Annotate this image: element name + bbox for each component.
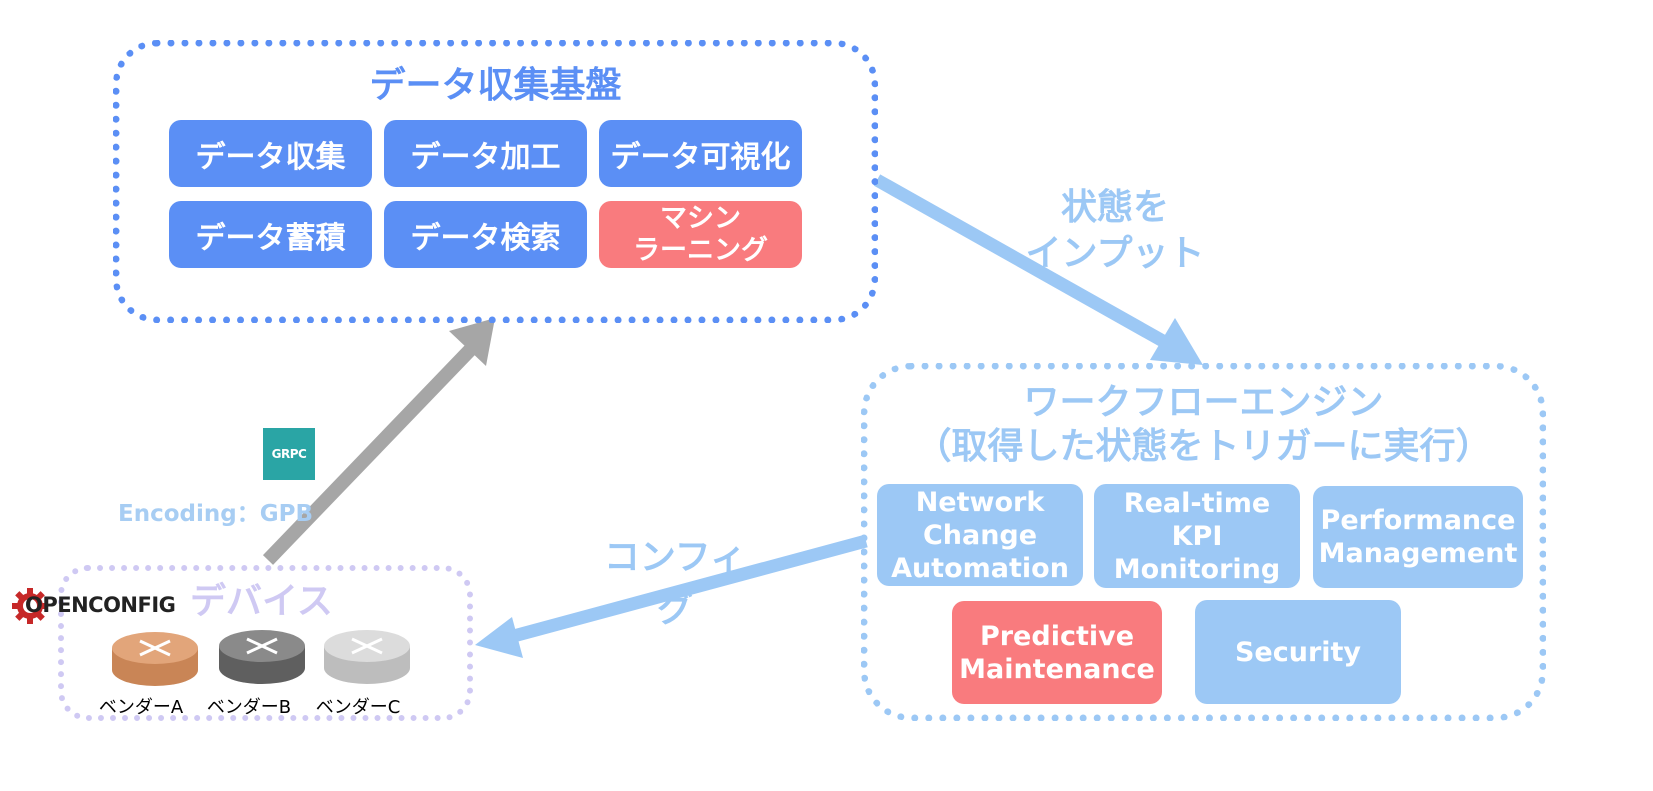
data-store-box: データ蓄積 <box>169 201 372 268</box>
workflow-engine-title: ワークフローエンジン （取得した状態をトリガーに実行） <box>915 382 1492 467</box>
config-label: コンフィグ <box>603 537 747 630</box>
openconfig-logo-text: OPENCONFIG <box>25 593 176 617</box>
data-visualize-box: データ可視化 <box>599 120 802 187</box>
data-collect-box: データ収集 <box>169 120 372 187</box>
openconfig-logo: OPENCONFIG <box>12 587 187 625</box>
router-c-icon <box>324 630 410 684</box>
network-change-automation-box: Network Change Automation <box>877 484 1083 586</box>
data-search-box: データ検索 <box>384 201 587 268</box>
vendor-b-label: ベンダーB <box>206 697 292 718</box>
config-arrowhead <box>475 617 523 658</box>
data-platform-panel <box>113 40 878 323</box>
state-input-label: 状態を インプット <box>1025 187 1205 274</box>
vendor-a-label: ベンダーA <box>98 697 184 718</box>
data-platform-title: データ収集基盤 <box>369 65 622 106</box>
state-input-arrow <box>873 174 1174 351</box>
devices-title: デバイス <box>190 581 333 622</box>
devices-panel <box>58 565 473 721</box>
router-a-icon <box>112 632 198 686</box>
realtime-kpi-monitoring-box: Real-time KPI Monitoring <box>1094 484 1300 588</box>
machine-learning-box: マシン ラーニング <box>599 201 802 268</box>
grpc-logo-text: GRPC <box>271 447 307 461</box>
state-input-arrowhead <box>1150 318 1203 365</box>
data-process-box: データ加工 <box>384 120 587 187</box>
encoding-label: Encoding：GPB <box>118 501 313 527</box>
telemetry-arrow <box>262 345 476 565</box>
security-box: Security <box>1195 600 1401 704</box>
grpc-logo: GRPC <box>263 428 315 480</box>
telemetry-arrowhead <box>449 318 495 366</box>
workflow-engine-panel <box>861 363 1546 721</box>
vendor-c-label: ベンダーC <box>315 697 401 718</box>
router-b-icon <box>219 630 305 684</box>
openconfig-gear-icon <box>12 588 48 624</box>
config-arrow <box>508 534 868 644</box>
performance-management-box: Performance Management <box>1313 486 1523 588</box>
predictive-maintenance-box: Predictive Maintenance <box>952 601 1162 704</box>
